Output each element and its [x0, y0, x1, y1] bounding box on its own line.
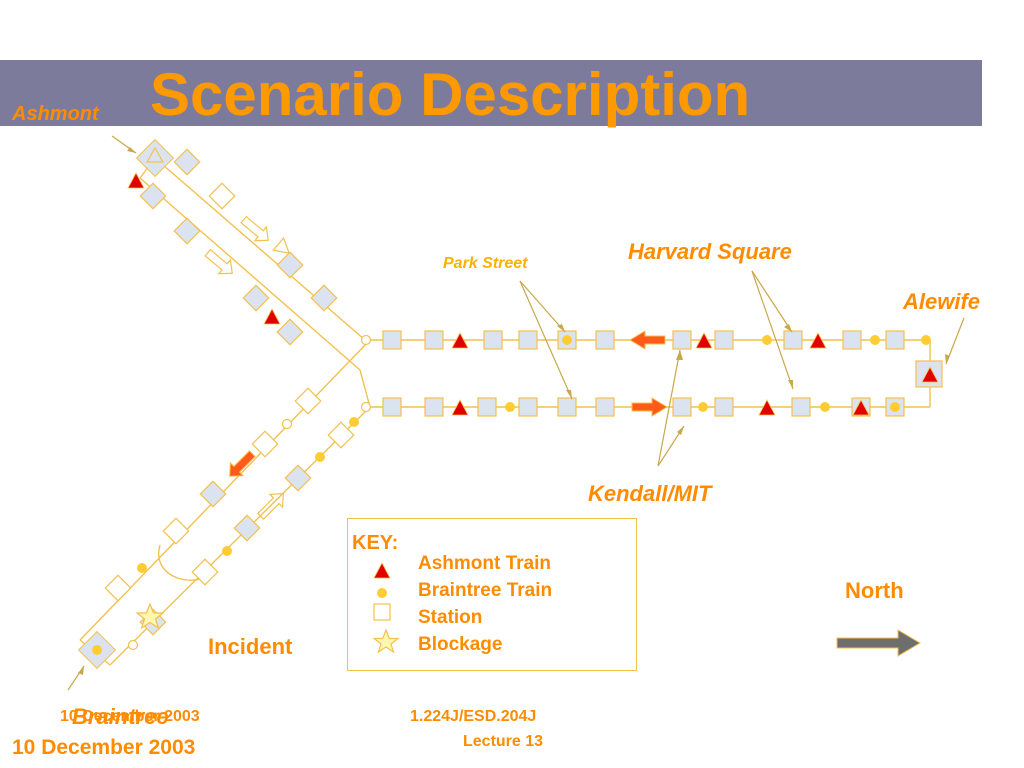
junction-markers — [127, 334, 372, 651]
label-park-street: Park Street — [443, 255, 528, 272]
footer-date: 10 December 2003 — [12, 736, 196, 759]
callout-arrowheads — [78, 147, 950, 675]
footer-date-small: 10 December 2003 — [60, 708, 200, 725]
legend-box — [347, 518, 637, 671]
blockage-star-icon — [135, 602, 165, 630]
legend-title: KEY: — [352, 532, 399, 554]
direction-arrows — [204, 215, 291, 520]
red-triangle-icon — [373, 562, 391, 579]
star-icon — [372, 628, 400, 654]
north-arrow-icon — [836, 629, 921, 657]
key-icons — [372, 562, 400, 654]
yellow-dot-icon — [377, 588, 387, 598]
label-alewife: Alewife — [903, 289, 981, 314]
title-band — [0, 60, 982, 126]
legend-item-blockage: Blockage — [418, 634, 503, 655]
legend-item-station: Station — [418, 607, 483, 628]
legend-item-braintree-train: Braintree Train — [418, 580, 553, 601]
label-ashmont: Ashmont — [12, 103, 99, 125]
label-north: North — [845, 578, 904, 603]
station-square-icon — [373, 603, 391, 621]
label-harvard-square: Harvard Square — [628, 239, 792, 264]
label-braintree: Braintree — [72, 704, 169, 729]
label-incident: Incident — [208, 634, 293, 659]
footer-lecture: Lecture 13 — [463, 733, 544, 750]
slide-title: Scenario Description — [150, 61, 751, 128]
orange-train-arrows — [229, 330, 668, 477]
braintree-trains — [92, 335, 931, 655]
ashmont-trains — [127, 146, 939, 416]
label-kendall-mit: Kendall/MIT — [588, 481, 712, 506]
footer-course: 1.224J/ESD.204J — [410, 708, 537, 725]
stations-ashmont-branch — [135, 138, 338, 346]
stations-braintree-branch — [77, 387, 355, 670]
legend-item-ashmont-train: Ashmont Train — [418, 553, 552, 574]
